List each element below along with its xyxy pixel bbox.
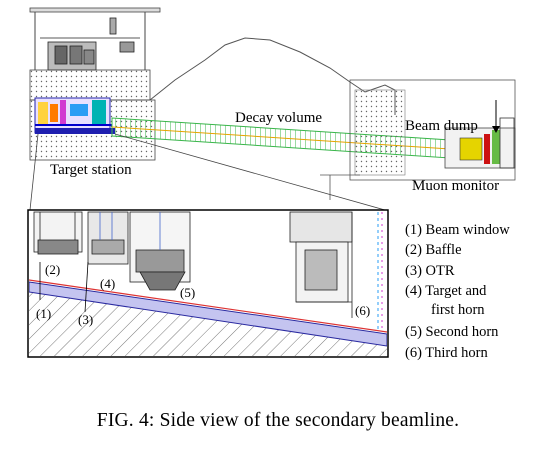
legend-item-third-horn: (6) Third horn — [405, 345, 488, 361]
inset-beam-pipe — [29, 281, 387, 347]
hill-outline — [149, 37, 396, 115]
label-target-station: Target station — [50, 162, 132, 178]
marker-5: (5) — [180, 285, 195, 300]
legend-item-target-first-horn: (4) Target and — [405, 283, 487, 299]
label-decay-volume: Decay volume — [235, 110, 322, 126]
inset-horn-3 — [289, 211, 353, 318]
beam-dump-core — [459, 137, 483, 161]
marker-3: (3) — [78, 312, 93, 327]
label-beam-dump: Beam dump — [405, 118, 478, 134]
figure-caption: FIG. 4: Side view of the secondary beaml… — [96, 410, 460, 431]
legend-item-second-horn: (5) Second horn — [405, 324, 499, 340]
marker-6: (6) — [355, 303, 370, 318]
legend-item-target-first-horn-cont: first horn — [431, 302, 485, 318]
legend-item-beam-window: (1) Beam window — [405, 222, 510, 238]
inset-horn-1 — [33, 211, 129, 265]
legend-item-otr: (3) OTR — [405, 263, 455, 279]
marker-1: (1) — [36, 306, 51, 321]
target-building-frame — [29, 7, 161, 13]
inset-horn-2 — [129, 211, 191, 291]
marker-4: (4) — [100, 276, 115, 291]
legend-item-baffle: (2) Baffle — [405, 242, 462, 258]
shielding-block — [29, 69, 151, 101]
overview-drawing — [29, 7, 516, 200]
crane-machinery — [40, 17, 140, 71]
inset-panel: (2) (4) (5) (6) (1) (3) — [27, 209, 389, 358]
marker-2: (2) — [45, 262, 60, 277]
legend: (1) Beam window (2) Baffle (3) OTR (4) T… — [405, 222, 510, 361]
inset-ground — [29, 290, 387, 356]
label-muon-monitor: Muon monitor — [412, 178, 499, 194]
